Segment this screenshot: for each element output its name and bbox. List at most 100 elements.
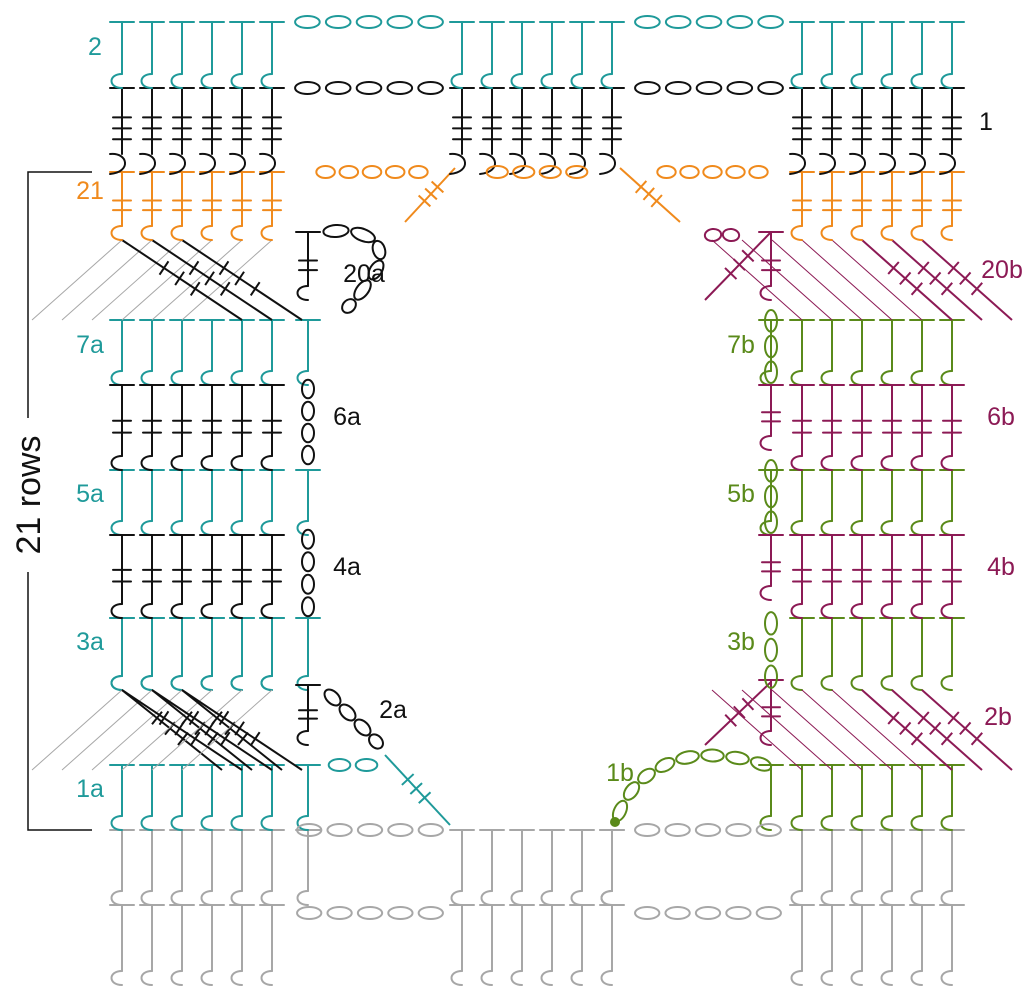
foundation-stitch bbox=[169, 829, 195, 906]
diagonal-post bbox=[619, 167, 681, 223]
foundation-stitch bbox=[479, 904, 505, 986]
row-label-2: 2 bbox=[88, 33, 102, 61]
chain-stitch bbox=[301, 378, 315, 400]
foundation-stitch bbox=[879, 829, 905, 906]
chain-stitch bbox=[656, 165, 677, 179]
stitch-foot bbox=[570, 73, 583, 89]
stitch-foot bbox=[850, 455, 863, 471]
dc-stitch bbox=[909, 534, 935, 619]
bp-stitch bbox=[939, 87, 965, 175]
dc-stitch bbox=[849, 171, 875, 241]
dc-stitch bbox=[169, 171, 195, 241]
stitch-foot bbox=[110, 370, 123, 386]
diagonal-cross bbox=[741, 697, 755, 711]
sc-stitch bbox=[199, 617, 225, 691]
chain-stitch bbox=[355, 81, 383, 95]
sc-stitch bbox=[229, 21, 255, 89]
stitch-foot bbox=[230, 675, 243, 691]
sc-stitch bbox=[939, 21, 965, 89]
chain-stitch bbox=[538, 165, 562, 179]
chain-stitch bbox=[764, 484, 778, 509]
chain-stitch bbox=[408, 165, 429, 179]
linking-strand bbox=[861, 689, 953, 771]
chain-stitch bbox=[367, 259, 385, 281]
dc-stitch bbox=[259, 171, 285, 241]
diagonal-cross bbox=[418, 791, 432, 804]
stitch-hook bbox=[939, 152, 956, 175]
chain-stitch bbox=[703, 227, 723, 243]
row-label-1: 1 bbox=[979, 108, 993, 136]
sc-stitch bbox=[599, 21, 625, 89]
chain-stitch bbox=[702, 165, 723, 179]
dc-stitch bbox=[259, 534, 285, 619]
chain-stitch bbox=[764, 459, 778, 483]
sc-stitch bbox=[199, 21, 225, 89]
dc-stitch bbox=[109, 384, 135, 471]
diagonal-stitch bbox=[704, 231, 772, 301]
stitch-foot bbox=[170, 455, 183, 471]
chain-stitch bbox=[315, 165, 336, 179]
chain-stitch bbox=[301, 422, 315, 444]
stitch-foot bbox=[880, 225, 893, 241]
stitch-foot bbox=[296, 520, 309, 536]
stitch-foot bbox=[170, 73, 183, 89]
stitch-foot bbox=[790, 520, 803, 536]
stitch-foot bbox=[260, 370, 273, 386]
sc-stitch bbox=[229, 319, 255, 386]
stitch-foot bbox=[790, 225, 803, 241]
dc-stitch bbox=[939, 384, 965, 471]
diagonal-cross bbox=[430, 180, 445, 194]
linking-strand bbox=[741, 689, 833, 771]
sc-stitch bbox=[819, 764, 845, 831]
dc-stitch bbox=[758, 534, 784, 601]
diagonal-cross bbox=[207, 731, 219, 746]
diagonal-post bbox=[181, 689, 283, 771]
sc-stitch bbox=[789, 21, 815, 89]
diagonal-stitch bbox=[151, 239, 273, 321]
stitch-foot bbox=[230, 73, 243, 89]
sc-stitch bbox=[819, 21, 845, 89]
chain-stitch bbox=[386, 15, 414, 29]
dc-stitch bbox=[109, 171, 135, 241]
stitch-foot bbox=[510, 73, 523, 89]
stitch-foot bbox=[170, 890, 183, 906]
linking-strand bbox=[31, 239, 123, 321]
linking-strand bbox=[31, 689, 123, 771]
dc-stitch bbox=[849, 534, 875, 619]
foundation-stitch bbox=[199, 904, 225, 986]
sc-stitch bbox=[139, 469, 165, 536]
dc-stitch bbox=[295, 684, 321, 746]
bp-stitch bbox=[849, 87, 875, 175]
stitch-foot bbox=[296, 370, 309, 386]
stitch-foot bbox=[110, 675, 123, 691]
chain-stitch bbox=[764, 360, 778, 384]
diagonal-post bbox=[181, 239, 303, 321]
sc-stitch bbox=[909, 21, 935, 89]
stitch-foot bbox=[140, 520, 153, 536]
stitch-foot bbox=[880, 890, 893, 906]
chain-stitch bbox=[695, 15, 723, 29]
stitch-foot bbox=[170, 370, 183, 386]
linking-strand bbox=[61, 239, 153, 321]
diagonal-post bbox=[921, 239, 1013, 321]
diagonal-cross bbox=[204, 271, 215, 286]
sc-stitch bbox=[879, 764, 905, 831]
chain-stitch bbox=[664, 81, 692, 95]
chain-stitch bbox=[664, 906, 691, 920]
foundation-stitch bbox=[539, 829, 565, 906]
stitch-foot bbox=[820, 603, 833, 619]
linking-strand bbox=[151, 239, 243, 321]
chain-stitch bbox=[725, 823, 752, 837]
row-label-2b: 2b bbox=[984, 703, 1012, 731]
foundation-stitch bbox=[509, 904, 535, 986]
diagonal-post bbox=[704, 681, 772, 746]
stitch-foot bbox=[940, 455, 953, 471]
diagonal-cross bbox=[970, 732, 983, 746]
stitch-foot bbox=[230, 370, 243, 386]
sc-stitch bbox=[109, 21, 135, 89]
diagonal-cross bbox=[189, 731, 201, 747]
linking-strand bbox=[771, 239, 863, 321]
diagonal-post bbox=[921, 689, 1013, 771]
sc-stitch bbox=[199, 764, 225, 831]
